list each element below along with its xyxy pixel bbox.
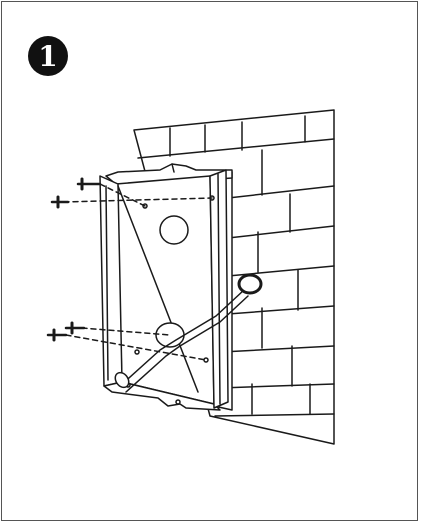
step-number-badge: 1 (28, 36, 68, 76)
screw-icon (76, 177, 102, 191)
lower-screws (46, 321, 207, 361)
screw-icon (64, 321, 86, 335)
upper-screws (50, 177, 213, 209)
screw-icon (46, 328, 68, 342)
screw-icon (50, 195, 70, 209)
cable (114, 273, 263, 393)
back-box (99, 163, 233, 411)
step-number: 1 (38, 39, 58, 73)
